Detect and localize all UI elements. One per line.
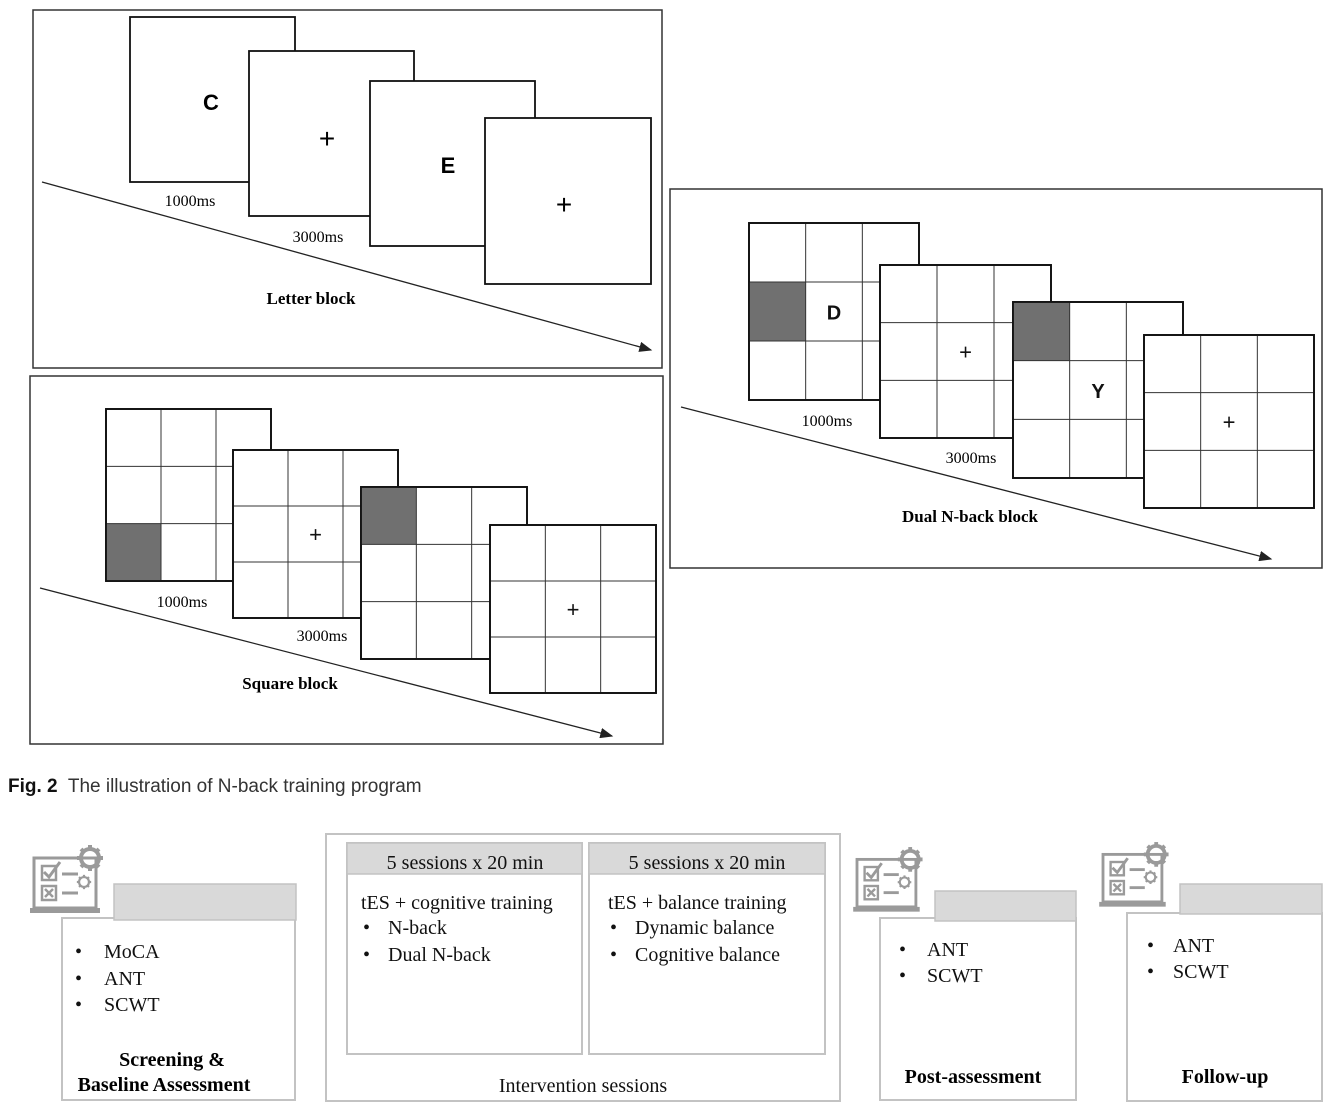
bullet-item: N-back	[388, 917, 447, 939]
bullet: •	[75, 941, 82, 963]
timing-label-3000: 3000ms	[946, 450, 997, 467]
bullet-item: ANT	[1173, 935, 1214, 957]
bullet: •	[363, 944, 370, 966]
letter-stimulus-d: D	[827, 303, 841, 325]
dual-block-title: Dual N-back block	[902, 507, 1039, 526]
letter-stimulus-e: E	[441, 153, 456, 178]
intervention-label: Intervention sessions	[499, 1075, 668, 1097]
bullet-item: ANT	[927, 939, 968, 961]
bullet: •	[610, 944, 617, 966]
timing-label-3000: 3000ms	[293, 229, 344, 246]
right-session-header: 5 sessions x 20 min	[629, 852, 786, 874]
square-block-panel: + + 1000ms 3000ms Square block	[29, 375, 664, 745]
post-assessment-label: Post-assessment	[905, 1066, 1042, 1088]
fixation-cross: +	[319, 123, 335, 154]
letter-frame-4	[484, 117, 652, 285]
bullet-item: SCWT	[104, 994, 160, 1016]
filled-cell	[749, 282, 806, 341]
bullet-item: ANT	[104, 968, 145, 990]
figure-caption: Fig. 2 The illustration of N-back traini…	[8, 776, 422, 798]
filled-cell	[106, 523, 161, 581]
letter-block-panel: C + E + 1000ms 3000ms Letter block	[32, 9, 663, 369]
follow-up-stage: • ANT • SCWT Follow-up	[1099, 842, 1323, 1102]
dual-grid-frame-4: +	[1143, 334, 1315, 509]
timing-label-3000: 3000ms	[297, 628, 348, 645]
fixation-cross: +	[567, 597, 580, 622]
bullet-item: SCWT	[1173, 961, 1229, 983]
dual-block-panel: D + Y + 1000ms 3000ms Dual N-back block	[669, 188, 1323, 569]
screening-label-line2: Baseline Assessment	[78, 1074, 251, 1096]
fixation-cross: +	[959, 340, 972, 365]
checklist-gear-icon	[853, 847, 922, 912]
bullet: •	[1147, 961, 1154, 983]
left-session-title: tES + cognitive training	[361, 892, 553, 914]
follow-up-label: Follow-up	[1182, 1066, 1269, 1088]
filled-cell	[361, 487, 417, 545]
fixation-cross: +	[556, 189, 572, 220]
square-grid-frame-4: +	[489, 524, 657, 694]
checklist-gear-icon	[1099, 842, 1168, 907]
timing-label-1000: 1000ms	[157, 594, 208, 611]
bullet: •	[899, 965, 906, 987]
post-assessment-stage: • ANT • SCWT Post-assessment	[853, 847, 1077, 1101]
time-arrow	[41, 181, 653, 352]
bullet-item: SCWT	[927, 965, 983, 987]
right-session-title: tES + balance training	[608, 892, 786, 914]
caption-label: Fig. 2	[8, 776, 58, 797]
bullet: •	[1147, 935, 1154, 957]
bullet: •	[75, 968, 82, 990]
bullet-item: MoCA	[104, 941, 160, 963]
bullet: •	[899, 939, 906, 961]
timing-label-1000: 1000ms	[802, 413, 853, 430]
checklist-gear-icon	[30, 845, 103, 913]
filled-cell	[1013, 302, 1070, 361]
time-arrow	[39, 587, 614, 739]
time-arrow	[680, 406, 1273, 562]
letter-stimulus-c: C	[203, 90, 219, 115]
fixation-cross: +	[1223, 410, 1236, 435]
fixation-cross: +	[309, 522, 322, 547]
intervention-stage: 5 sessions x 20 min 5 sessions x 20 min …	[325, 833, 841, 1102]
screening-stage: • MoCA • ANT • SCWT Screening & Baseline…	[30, 845, 297, 1101]
caption-text: The illustration of N-back training prog…	[67, 776, 422, 797]
bullet: •	[363, 917, 370, 939]
bullet: •	[75, 994, 82, 1016]
letter-block-title: Letter block	[267, 289, 356, 308]
square-block-title: Square block	[242, 674, 338, 693]
bullet-item: Dynamic balance	[635, 917, 774, 939]
screening-label-line1: Screening &	[119, 1049, 225, 1071]
timing-label-1000: 1000ms	[165, 193, 216, 210]
letter-stimulus-y: Y	[1091, 381, 1105, 403]
bullet-item: Cognitive balance	[635, 944, 780, 966]
bullet: •	[610, 917, 617, 939]
left-session-header: 5 sessions x 20 min	[387, 852, 544, 874]
bullet-item: Dual N-back	[388, 944, 491, 966]
